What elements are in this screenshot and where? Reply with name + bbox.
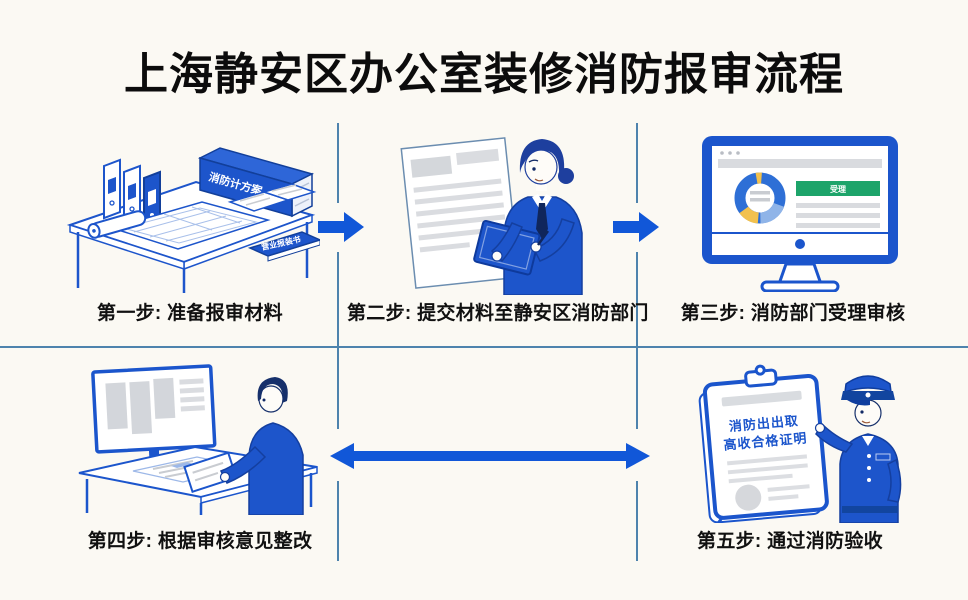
hair-bun-icon bbox=[558, 168, 574, 184]
step3-label: 第三步: 消防部门受理审核 bbox=[680, 303, 906, 324]
browser-chrome-icon bbox=[718, 151, 882, 168]
workstation-monitor-icon bbox=[91, 364, 217, 464]
divider-top-right-lower bbox=[636, 252, 638, 347]
divider-bottom-left-lower bbox=[337, 481, 339, 561]
donut-chart-icon bbox=[734, 172, 786, 224]
certificate-board-icon: 消防出出取 高收合格证明 bbox=[698, 364, 829, 523]
arrow-step1-to-step2-icon bbox=[318, 212, 364, 242]
officer-cap-icon bbox=[841, 375, 895, 406]
step5-label: 第五步: 通过消防验收 bbox=[697, 531, 883, 552]
divider-top-left-lower bbox=[337, 252, 339, 347]
page-title: 上海静安区办公室装修消防报审流程 bbox=[124, 50, 844, 99]
step3-monitor-illustration: 受理 bbox=[702, 136, 898, 292]
clerk-person-icon bbox=[473, 139, 583, 295]
ring-binders-icon bbox=[103, 158, 161, 232]
certificate-text-line1: 消防出出取 bbox=[728, 413, 799, 434]
status-banner: 受理 bbox=[796, 181, 880, 228]
step1-materials-desk-illustration: 消防计方案 营业报装书 bbox=[66, 147, 320, 293]
stamp-circle-icon bbox=[735, 484, 762, 511]
divider-bottom-left-upper bbox=[337, 347, 339, 429]
step4-workstation-illustration bbox=[78, 364, 318, 515]
open-booklet-icon bbox=[227, 183, 317, 212]
fire-officer-icon bbox=[814, 375, 902, 523]
status-banner-text: 受理 bbox=[830, 184, 846, 194]
step4-label: 第四步: 根据审核意见整改 bbox=[87, 531, 313, 552]
revising-person-icon bbox=[183, 377, 304, 515]
blueprint-icon bbox=[87, 201, 271, 250]
certificate-text-line2: 高收合格证明 bbox=[723, 430, 808, 452]
arrow-step2-to-step3-icon bbox=[613, 212, 659, 242]
step2-label: 第二步: 提交材料至静安区消防部门 bbox=[347, 303, 649, 324]
divider-top-right-upper bbox=[636, 123, 638, 203]
divider-bottom-right-lower bbox=[636, 481, 638, 561]
divider-horizontal bbox=[0, 346, 968, 348]
pen-icon bbox=[536, 230, 550, 246]
divider-bottom-right-upper bbox=[636, 347, 638, 429]
step5-certificate-illustration: 消防出出取 高收合格证明 bbox=[698, 364, 902, 523]
step1-label: 第一步: 准备报审材料 bbox=[97, 303, 283, 324]
step2-clerk-illustration bbox=[400, 137, 583, 295]
blue-folder-icon: 营业报装书 bbox=[247, 231, 320, 262]
arrow-step4-step5-bidirectional-icon bbox=[330, 443, 650, 469]
divider-top-left-upper bbox=[337, 123, 339, 203]
